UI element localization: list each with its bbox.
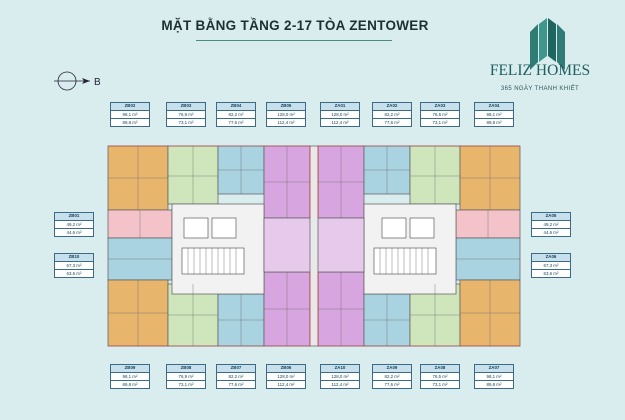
compass-letter: B xyxy=(94,77,101,88)
central-gap xyxy=(309,145,319,347)
brand-name: FELIZ HOMES xyxy=(489,62,591,79)
stairs-left xyxy=(181,217,437,275)
title-underline xyxy=(196,40,392,41)
brand-slogan: 365 NGÀY THANH KHIẾT xyxy=(500,86,580,92)
feliz-homes-logo-icon xyxy=(530,18,565,70)
north-arrow-icon: B xyxy=(54,71,101,91)
page-title: MẶT BẰNG TẦNG 2-17 TÒA ZENTOWER xyxy=(161,18,429,33)
